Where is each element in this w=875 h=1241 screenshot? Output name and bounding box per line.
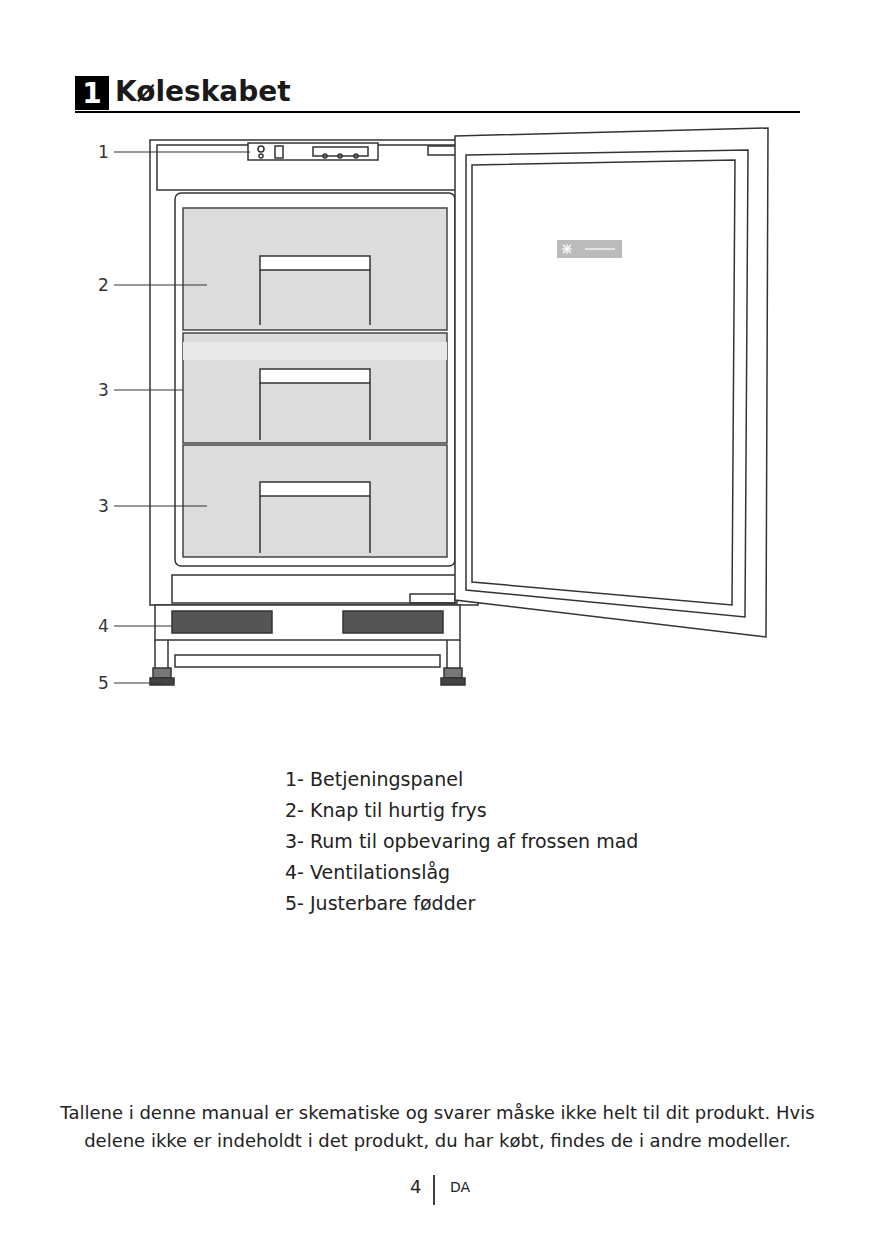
section-number: 1 bbox=[78, 77, 105, 110]
callout-number: 3 bbox=[98, 380, 109, 400]
footnote: Tallene i denne manual er skematiske og … bbox=[60, 1099, 815, 1155]
part-list-item: 2- Knap til hurtig frys bbox=[285, 799, 487, 821]
page-number: 4 bbox=[410, 1176, 421, 1197]
callout-number: 1 bbox=[98, 142, 109, 162]
callout-number: 5 bbox=[98, 673, 109, 693]
page-divider bbox=[434, 1175, 435, 1205]
part-list-item: 1- Betjeningspanel bbox=[285, 768, 463, 790]
part-list-item: 3- Rum til opbevaring af frossen mad bbox=[285, 830, 638, 852]
callout-number: 3 bbox=[98, 496, 109, 516]
leader-lines bbox=[114, 152, 250, 683]
section-number-box: 1 bbox=[75, 76, 109, 110]
callout-number: 4 bbox=[98, 616, 109, 636]
part-list-item: 5- Justerbare fødder bbox=[285, 892, 475, 914]
section-title: Køleskabet bbox=[115, 75, 291, 108]
part-list-item: 4- Ventilationslåg bbox=[285, 861, 450, 883]
language-code: DA bbox=[450, 1179, 470, 1195]
freezer-drawing bbox=[150, 128, 768, 685]
heading-rule bbox=[75, 112, 800, 113]
callout-number: 2 bbox=[98, 275, 109, 295]
